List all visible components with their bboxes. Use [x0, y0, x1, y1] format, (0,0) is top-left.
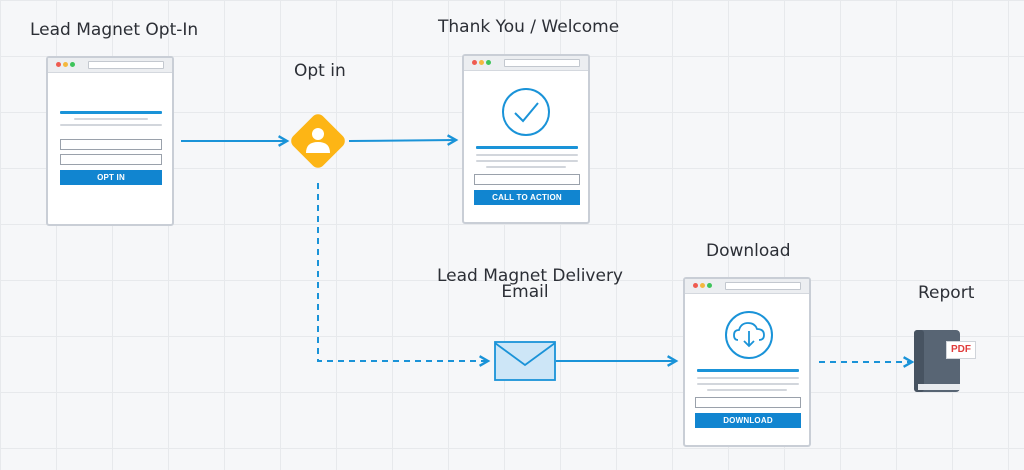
browser-bar: [48, 58, 172, 73]
download-page[interactable]: DOWNLOAD: [683, 277, 811, 447]
input-field[interactable]: [695, 397, 801, 408]
delivery-email-label: Lead Magnet Delivery Email: [437, 266, 623, 302]
download-page-label: Download: [706, 241, 791, 261]
name-field[interactable]: [60, 154, 162, 165]
delivery-email-label-line2: Email: [501, 282, 549, 302]
connector-step-to-thankyou: [348, 134, 459, 146]
thankyou-page-label: Thank You / Welcome: [438, 17, 620, 37]
delivery-email-label-line1: Lead Magnet Delivery: [437, 266, 623, 286]
email-field[interactable]: [60, 139, 162, 150]
optin-step-label: Opt in: [294, 61, 346, 81]
pdf-badge: PDF: [946, 341, 976, 359]
check-circle-icon: [502, 88, 550, 136]
call-to-action-button[interactable]: CALL TO ACTION: [474, 190, 580, 205]
cloud-download-icon: [725, 311, 773, 359]
thankyou-page[interactable]: CALL TO ACTION: [462, 54, 590, 224]
optin-page[interactable]: OPT IN: [46, 56, 174, 226]
browser-bar: [464, 56, 588, 71]
report-label: Report: [918, 283, 975, 303]
opt-in-button[interactable]: OPT IN: [60, 170, 162, 185]
input-field[interactable]: [474, 174, 580, 185]
connector-step-to-email: [317, 183, 491, 367]
optin-page-label: Lead Magnet Opt-In: [30, 20, 199, 40]
download-button[interactable]: DOWNLOAD: [695, 413, 801, 428]
browser-bar: [685, 279, 809, 294]
